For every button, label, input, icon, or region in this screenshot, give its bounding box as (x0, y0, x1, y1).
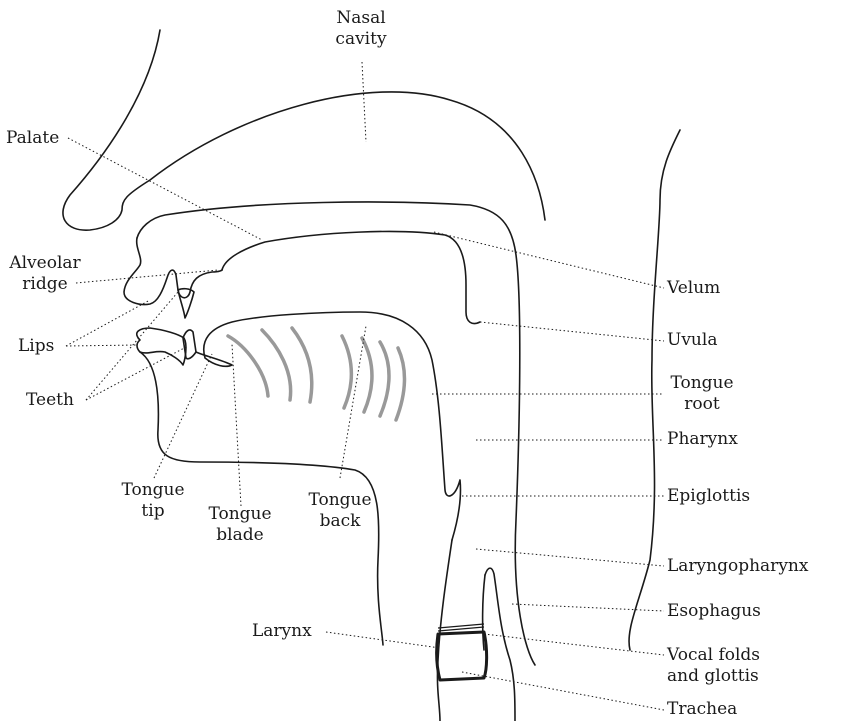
label-tongue-blade-line-2: blade (195, 525, 285, 546)
tongue-muscle-arc-5 (362, 338, 372, 412)
label-tongue-tip-line-2: tip (108, 501, 198, 522)
tongue-muscle-arc-7 (396, 348, 405, 420)
leader-velum (434, 232, 664, 288)
tongue-muscle-arc-1 (228, 336, 268, 396)
label-vocal-folds: Vocal folds and glottis (667, 645, 760, 687)
leader-tongue-blade (232, 344, 241, 506)
tongue-muscle-arc-4 (342, 336, 351, 408)
label-tongue-blade: Tongue blade (195, 504, 285, 546)
leader-vocal-folds (484, 634, 664, 655)
leader-esophagus (512, 604, 664, 611)
label-tongue-back: Tongue back (295, 490, 385, 532)
leader-palate (68, 138, 262, 240)
label-tongue-root-line-2: root (662, 394, 742, 415)
leader-teeth-lower (86, 346, 188, 400)
label-nasal-cavity-line-2: cavity (316, 29, 406, 50)
leader-alveolar-ridge (76, 270, 218, 283)
tongue-muscle-arc-6 (380, 342, 389, 416)
velum-outline (222, 231, 480, 323)
leader-tongue-tip (154, 354, 212, 478)
label-vocal-folds-line-1: Vocal folds (667, 645, 760, 666)
leader-teeth-upper (86, 292, 178, 400)
leader-laryngopharynx (476, 549, 664, 566)
label-alveolar-ridge: Alveolar ridge (2, 253, 88, 295)
label-uvula: Uvula (667, 330, 717, 351)
lower-teeth-outline (183, 330, 196, 359)
label-larynx: Larynx (252, 621, 312, 642)
lower-lip-outline (137, 328, 186, 365)
upper-teeth-outline (178, 289, 194, 318)
label-tongue-back-line-1: Tongue (295, 490, 385, 511)
label-trachea: Trachea (667, 699, 737, 720)
upper-lip-outline (124, 238, 222, 305)
vocal-folds-shape (437, 632, 487, 680)
label-esophagus: Esophagus (667, 601, 761, 622)
tongue-muscle-arc-3 (292, 328, 312, 402)
leader-uvula (480, 322, 664, 341)
label-laryngopharynx: Laryngopharynx (667, 556, 808, 577)
label-nasal-cavity-line-1: Nasal (316, 8, 406, 29)
label-velum: Velum (667, 278, 720, 299)
label-tongue-root: Tongue root (662, 373, 742, 415)
nose-outline (63, 30, 545, 230)
leader-lips-upper (66, 300, 150, 346)
leader-trachea (462, 672, 664, 710)
label-teeth: Teeth (26, 390, 74, 411)
label-lips: Lips (18, 336, 54, 357)
label-alveolar-ridge-line-2: ridge (2, 274, 88, 295)
label-pharynx: Pharynx (667, 429, 738, 450)
label-alveolar-ridge-line-1: Alveolar (2, 253, 88, 274)
leader-tongue-back (340, 326, 366, 478)
label-tongue-blade-line-1: Tongue (195, 504, 285, 525)
label-tongue-root-line-1: Tongue (662, 373, 742, 394)
label-palate: Palate (6, 128, 59, 149)
label-tongue-back-line-2: back (295, 511, 385, 532)
label-tongue-tip: Tongue tip (108, 480, 198, 522)
esophagus-wall-outline (485, 568, 515, 721)
leader-lips-lower (66, 345, 138, 346)
label-epiglottis: Epiglottis (667, 486, 750, 507)
label-tongue-tip-line-1: Tongue (108, 480, 198, 501)
label-nasal-cavity: Nasal cavity (316, 8, 406, 50)
leader-nasal-cavity (362, 62, 366, 142)
label-vocal-folds-line-2: and glottis (667, 666, 760, 687)
